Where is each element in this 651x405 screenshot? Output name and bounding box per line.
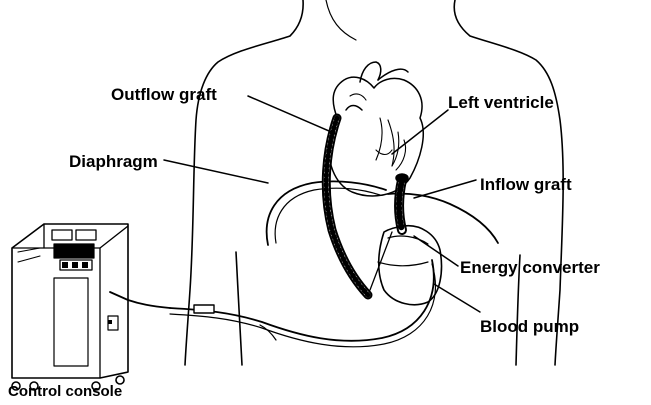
diaphragm-leader [164, 160, 268, 183]
inflow-graft-tube [396, 174, 408, 230]
leader-lines [164, 96, 480, 312]
control-console-label: Control console [8, 384, 122, 399]
outflow-graft-label: Outflow graft [111, 86, 217, 103]
outflow-graft-tube [326, 106, 368, 296]
heart [329, 62, 423, 196]
energy-converter-label: Energy converter [460, 259, 600, 276]
blood-pump-label: Blood pump [480, 318, 579, 335]
outflow-graft-leader [248, 96, 336, 134]
blood-pump-leader [434, 284, 480, 312]
inflow-graft-leader [414, 180, 476, 198]
control-console-illustration [12, 224, 128, 390]
pump-assembly [370, 226, 442, 305]
drive-line [110, 260, 435, 347]
left-ventricle-label: Left ventricle [448, 94, 554, 111]
diaphragm-label: Diaphragm [69, 153, 158, 170]
inflow-graft-label: Inflow graft [480, 176, 572, 193]
